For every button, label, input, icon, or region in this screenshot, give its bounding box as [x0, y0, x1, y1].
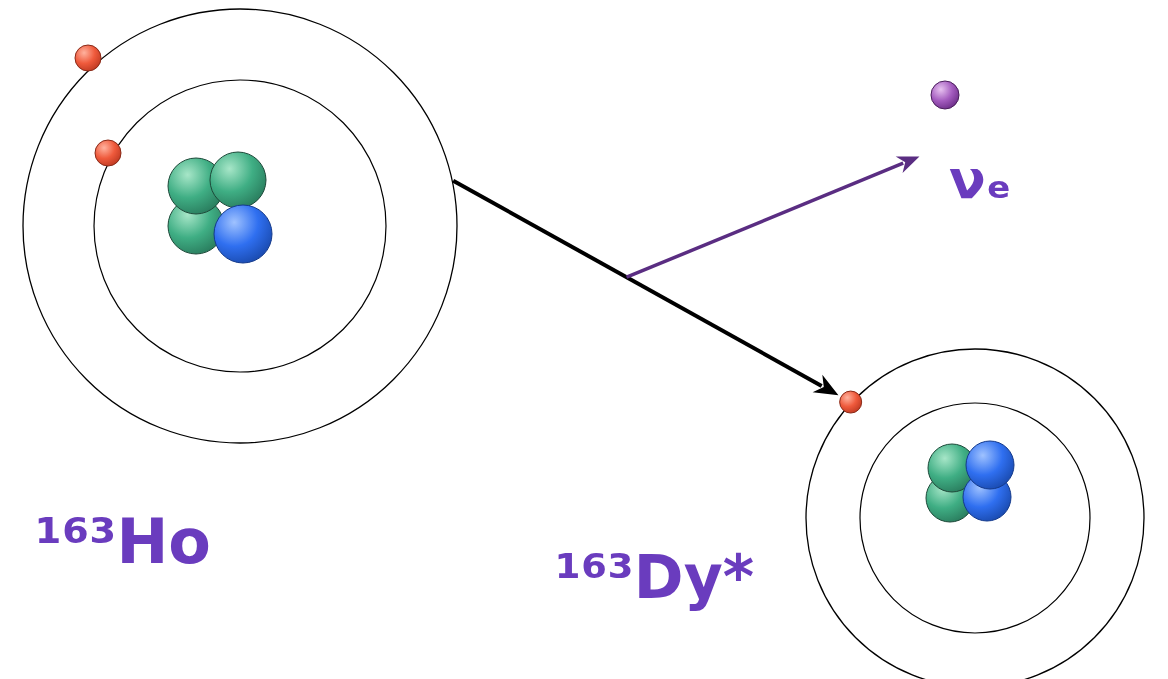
neutrino: νₑ — [925, 78, 1040, 213]
inner-orbit — [860, 403, 1090, 633]
isotope-label: νₑ — [949, 150, 1012, 209]
atom-ho: ¹⁶³Ho — [22, 8, 458, 444]
electron — [840, 391, 862, 413]
outer-orbit — [23, 9, 457, 443]
atom-dy-outline — [805, 348, 1145, 679]
dy-nucleus — [926, 441, 1014, 522]
arrow-head — [813, 375, 839, 395]
inner-orbit — [94, 80, 386, 372]
arrow-shaft — [453, 181, 821, 386]
electron — [95, 140, 121, 166]
isotope-label: ¹⁶³Dy* — [555, 544, 754, 610]
neutrino-ball — [931, 81, 959, 109]
isotope-label: ¹⁶³Ho — [35, 508, 211, 576]
atom-dy: ¹⁶³Dy* — [805, 348, 1145, 679]
arrow-shaft — [627, 163, 904, 277]
atom-ho-outline — [22, 8, 458, 444]
electron — [75, 45, 101, 71]
outer-orbit — [806, 349, 1144, 679]
arrow-head — [896, 156, 920, 173]
decay-arrow — [627, 156, 920, 277]
ho-nucleus — [168, 152, 272, 263]
